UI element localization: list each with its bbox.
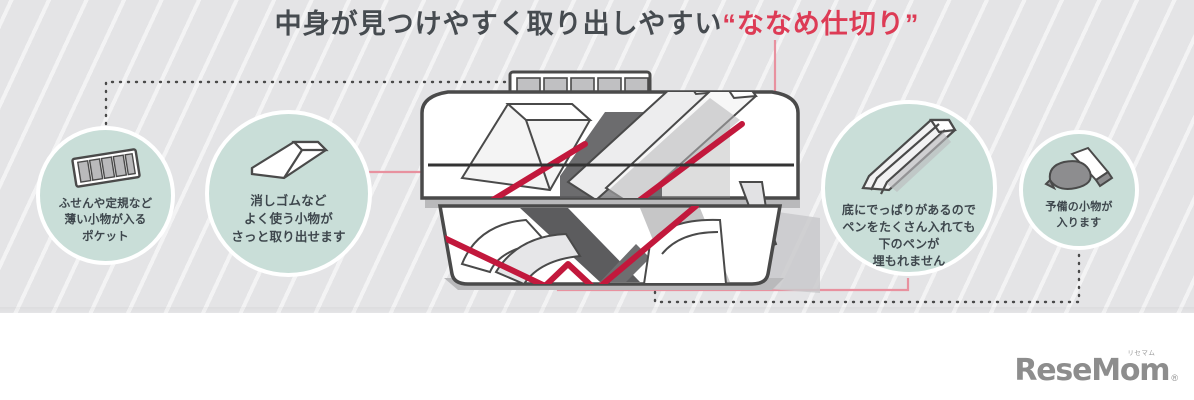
feature-circle-pen-ridge: 底にでっぱりがあるので ペンをたくさん入れても 下のペンが 埋もれません: [821, 100, 997, 276]
feature-circle-pocket: ふせんや定規など 薄い小物が入る ポケット: [36, 126, 175, 265]
correction-tape-icon: [1044, 146, 1114, 196]
feature-label-eraser: 消しゴムなど よく使う小物が さっと取り出せます: [231, 194, 346, 244]
eraser-icon: [246, 134, 332, 186]
feature-circle-eraser: 消しゴムなど よく使う小物が さっと取り出せます: [205, 110, 372, 277]
resemom-logo[interactable]: リセマム ReseMom ®: [1014, 350, 1178, 388]
case-upper-contents: [428, 92, 794, 198]
sticky-note-pocket-icon: [70, 146, 142, 190]
logo-registered-mark: ®: [1171, 373, 1178, 383]
logo-ruby: リセマム: [1127, 350, 1156, 357]
feature-label-pen-ridge: 底にでっぱりがあるので ペンをたくさん入れても 下のペンが 埋もれません: [841, 203, 977, 269]
page-title-accent: “ななめ仕切り”: [722, 9, 920, 39]
page-title: 中身が見つけやすく取り出しやすい“ななめ仕切り”: [0, 4, 1194, 44]
case-lower-contents: [440, 206, 730, 284]
feature-label-spare: 予備の小物が 入ります: [1045, 201, 1113, 229]
page-title-main: 中身が見つけやすく取り出しやすい: [274, 9, 723, 39]
pen-case-illustration: [400, 58, 820, 298]
pens-icon: [857, 114, 961, 198]
logo-word: ReseMom: [1014, 353, 1170, 388]
feature-circle-spare: 予備の小物が 入ります: [1019, 130, 1139, 250]
feature-label-pocket: ふせんや定規など 薄い小物が入る ポケット: [58, 198, 153, 243]
